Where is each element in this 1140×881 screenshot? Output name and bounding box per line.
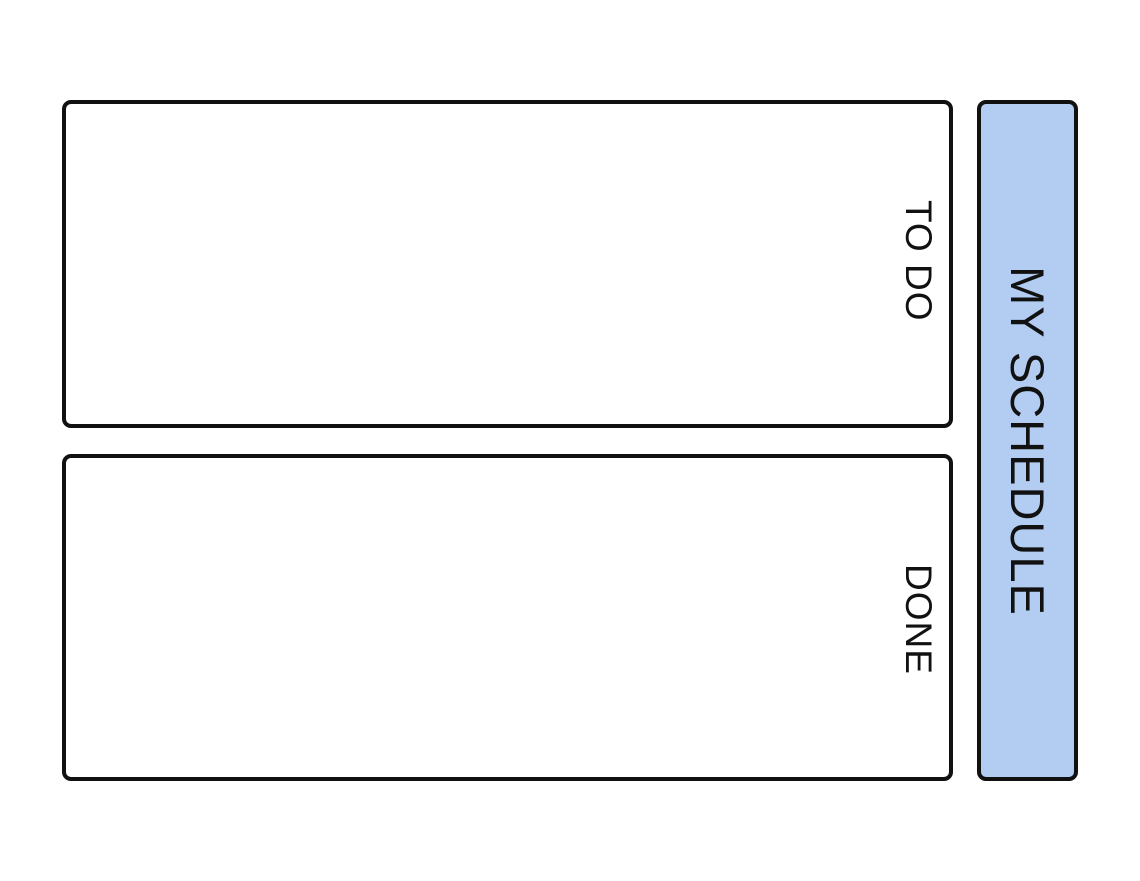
todo-section: TO DO <box>62 100 953 428</box>
done-section-label: DONE <box>898 564 939 675</box>
done-section: DONE <box>62 454 953 781</box>
todo-section-label: TO DO <box>898 200 939 322</box>
page-title: MY SCHEDULE <box>1001 265 1054 616</box>
title-banner: MY SCHEDULE <box>977 100 1078 781</box>
